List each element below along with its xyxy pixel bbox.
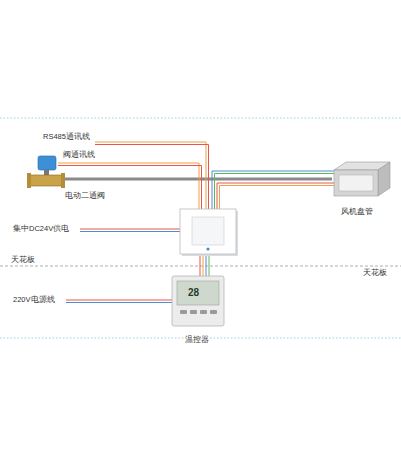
rs485-wire xyxy=(95,142,206,210)
frame-line xyxy=(0,118,401,119)
valve-symbol xyxy=(27,156,65,188)
thermostat-wire xyxy=(209,255,210,276)
power-wire xyxy=(80,231,181,232)
thermostat-wire xyxy=(200,255,201,276)
device-label: 风机盘管 xyxy=(340,200,374,218)
wire-label: RS485通讯线 xyxy=(42,133,91,142)
device-name: 风机盘管 xyxy=(340,208,374,217)
fancoil-wire xyxy=(215,174,335,211)
wire-label: 220V电源线 xyxy=(12,296,56,305)
valve-wire xyxy=(58,166,202,211)
thermostat-wire xyxy=(206,255,207,276)
wire-label: 天花板 xyxy=(362,269,388,278)
display-reading: 28 xyxy=(188,287,199,299)
wire-label: 阀通讯线 xyxy=(62,151,96,160)
mains-wire xyxy=(66,302,172,303)
device-name: 电动二通阀 xyxy=(64,192,106,201)
thermostat-device xyxy=(172,276,224,326)
wire-label: 天花板 xyxy=(10,256,36,265)
device-label: 电动二通阀 xyxy=(64,184,106,202)
controller-module xyxy=(180,209,238,256)
mains-wire xyxy=(66,300,172,301)
fancoil-wire xyxy=(217,183,334,210)
rs485-wire xyxy=(95,145,209,211)
valve-wire xyxy=(58,163,199,210)
wire-label: 集中DC24V供电 xyxy=(12,225,70,234)
fancoil-wire xyxy=(212,171,334,210)
pipe xyxy=(58,178,332,181)
device-label: 温控器 xyxy=(184,328,210,346)
thermostat-wire xyxy=(203,255,204,276)
device-name: 温控器 xyxy=(184,336,210,345)
fancoil-wire xyxy=(220,186,335,211)
fan-coil-unit xyxy=(334,162,390,196)
power-wire xyxy=(80,229,181,230)
